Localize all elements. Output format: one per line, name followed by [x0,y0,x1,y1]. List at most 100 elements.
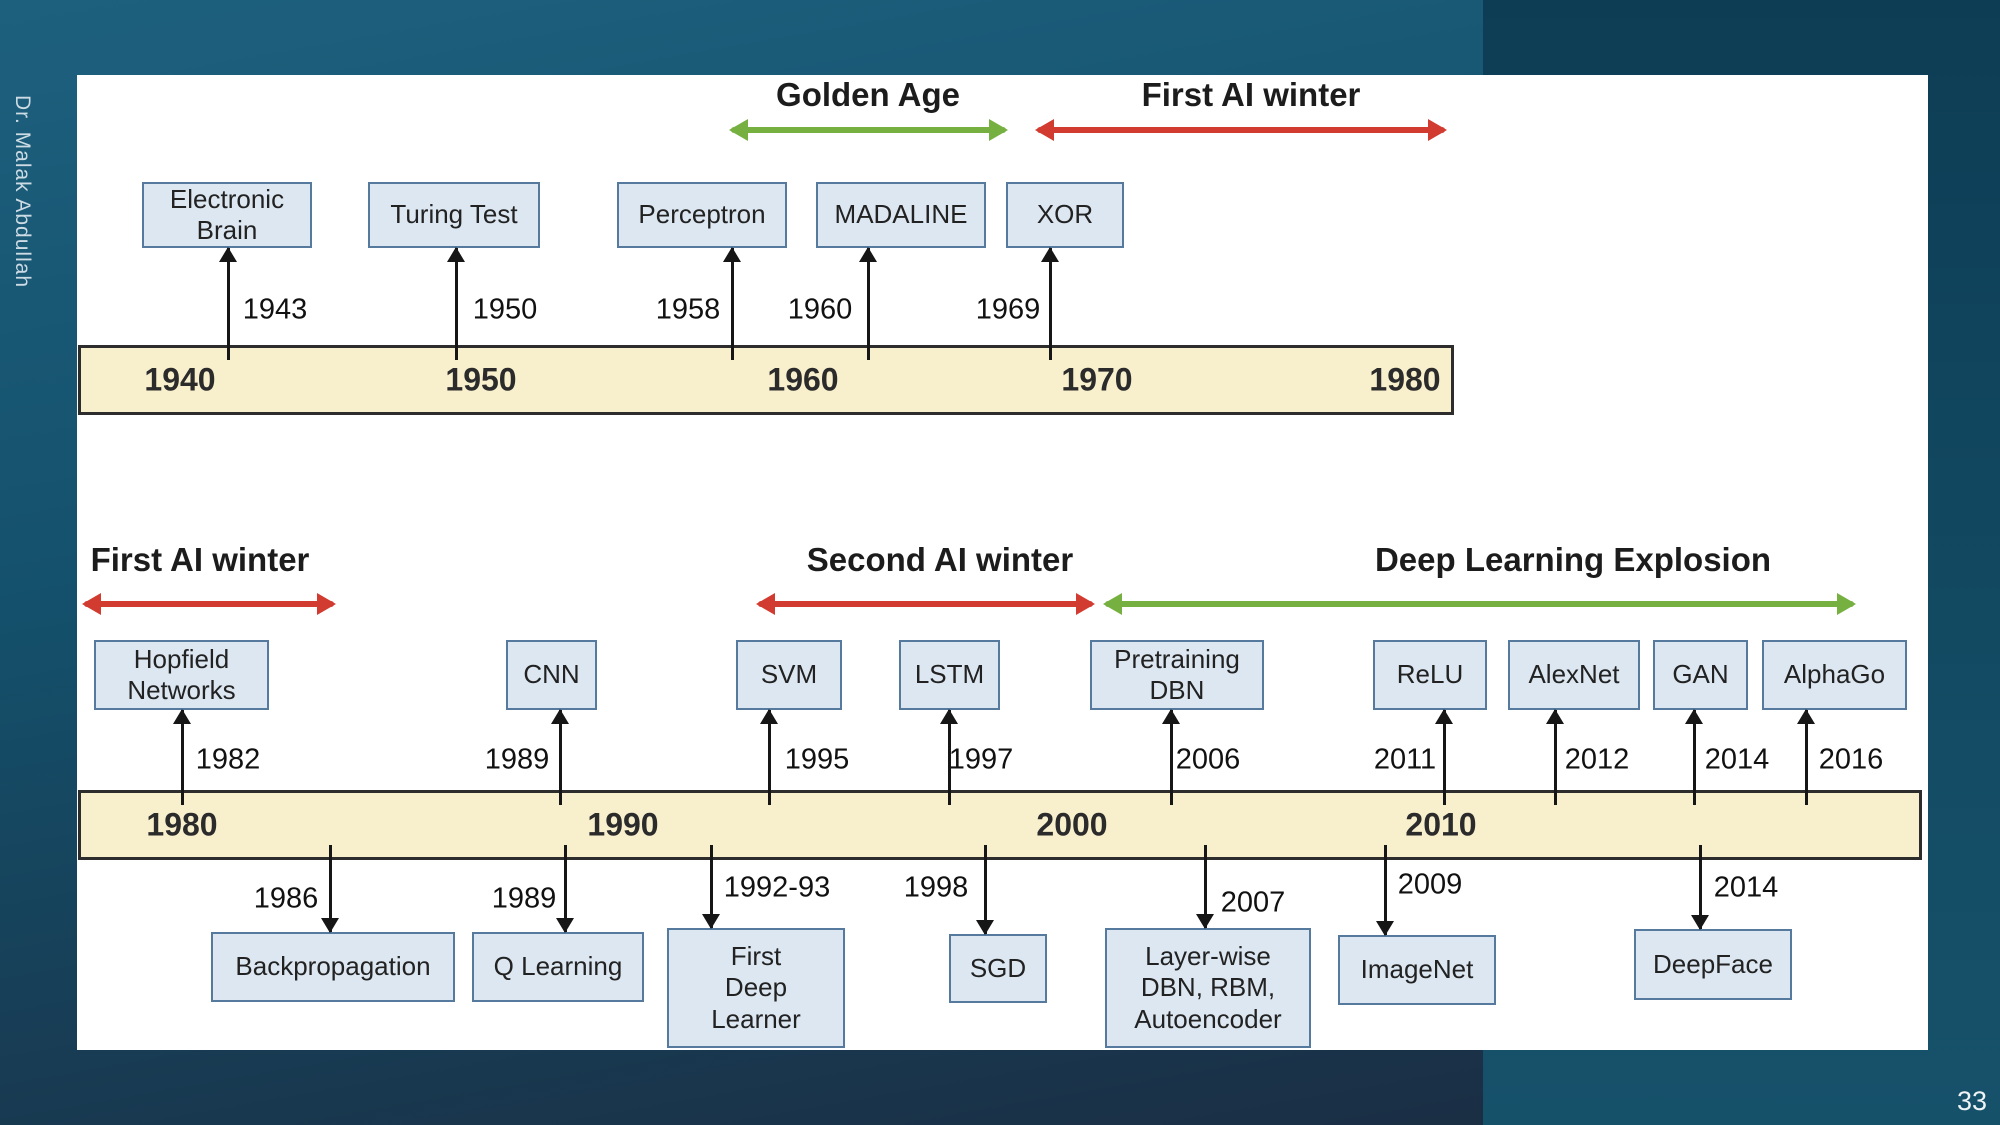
event-arrow [1162,709,1180,805]
timeline-bar [78,790,1922,860]
event-arrow [702,845,720,929]
event-arrow [1196,845,1214,929]
event-year-label: 2014 [1713,871,1779,904]
event-year-label: 2011 [1373,743,1437,776]
event-box: GAN [1653,640,1748,710]
event-year-label: 2012 [1564,743,1630,776]
event-arrow [760,709,778,805]
event-box: CNN [506,640,597,710]
arrowhead-down-icon [556,918,574,933]
event-box: Q Learning [472,932,644,1002]
arrowhead-up-icon [760,709,778,724]
event-year-label: 1960 [787,293,853,326]
event-arrow [321,845,339,933]
event-arrow [219,247,237,360]
event-arrow [940,709,958,805]
event-year-label: 1992-93 [723,871,831,904]
event-year-label: 1982 [195,743,261,776]
event-arrow [551,709,569,805]
event-box: ImageNet [1338,935,1496,1005]
event-arrow [1546,709,1564,805]
event-box: Perceptron [617,182,787,248]
event-year-label: 2009 [1397,868,1463,901]
event-box: Layer-wise DBN, RBM, Autoencoder [1105,928,1311,1048]
timeline-decade-label: 1960 [767,361,839,398]
event-box: Backpropagation [211,932,455,1002]
arrowhead-up-icon [219,247,237,262]
era-range-arrow [84,601,334,607]
event-box: DeepFace [1634,929,1792,1000]
event-arrow [1435,709,1453,805]
timeline-decade-label: 1980 [146,806,218,843]
arrowhead-up-icon [1797,709,1815,724]
event-box: Electronic Brain [142,182,312,248]
arrowhead-up-icon [1041,247,1059,262]
timeline-decade-label: 2000 [1036,806,1108,843]
event-box: AlexNet [1508,640,1640,710]
era-range-arrow [758,601,1093,607]
event-arrow [447,247,465,360]
event-year-label: 1943 [242,293,308,326]
event-year-label: 2007 [1220,886,1286,919]
timeline-decade-label: 1990 [587,806,659,843]
event-arrow [859,247,877,360]
arrowhead-down-icon [1196,914,1214,929]
era-label: Deep Learning Explosion [1374,541,1772,578]
era-label: Second AI winter [806,541,1074,578]
arrowhead-up-icon [723,247,741,262]
event-box: XOR [1006,182,1124,248]
event-box: SGD [949,934,1047,1003]
timeline-decade-label: 1940 [144,361,216,398]
timeline-decade-label: 1950 [445,361,517,398]
event-box: Pretraining DBN [1090,640,1264,710]
arrowhead-up-icon [173,709,191,724]
event-year-label: 1998 [903,871,969,904]
event-year-label: 2016 [1818,743,1884,776]
era-range-arrow [731,127,1006,133]
event-arrow [976,845,994,935]
arrowhead-down-icon [702,914,720,929]
event-box: ReLU [1373,640,1487,710]
event-box: LSTM [899,640,1000,710]
timeline-decade-label: 1970 [1061,361,1133,398]
event-box: First Deep Learner [667,928,845,1048]
event-year-label: 1989 [491,882,557,915]
arrowhead-down-icon [321,918,339,933]
arrowhead-down-icon [976,920,994,935]
event-year-label: 1986 [253,882,319,915]
event-year-label: 1950 [472,293,538,326]
arrowhead-up-icon [1435,709,1453,724]
timeline-decade-label: 1980 [1369,361,1441,398]
event-arrow [556,845,574,933]
event-arrow [1685,709,1703,805]
event-box: Hopfield Networks [94,640,269,710]
arrowhead-up-icon [447,247,465,262]
era-label: Golden Age [776,76,960,113]
era-label: First AI winter [90,541,310,578]
arrowhead-up-icon [1685,709,1703,724]
event-arrow [723,247,741,360]
era-range-arrow [1037,127,1445,133]
author-sidebar-text: Dr. Malak Abdullah [11,95,34,289]
event-arrow [1797,709,1815,805]
arrowhead-up-icon [1546,709,1564,724]
event-year-label: 1997 [948,743,1014,776]
event-year-label: 1958 [655,293,721,326]
event-box: SVM [736,640,842,710]
event-box: Turing Test [368,182,540,248]
event-year-label: 2006 [1175,743,1241,776]
arrowhead-up-icon [940,709,958,724]
event-year-label: 1989 [484,743,550,776]
event-year-label: 1995 [784,743,850,776]
arrowhead-up-icon [1162,709,1180,724]
page-number: 33 [1956,1086,1987,1116]
timeline-decade-label: 2010 [1405,806,1477,843]
event-year-label: 1969 [975,293,1041,326]
event-arrow [1376,845,1394,936]
event-year-label: 2014 [1704,743,1770,776]
arrowhead-down-icon [1376,921,1394,936]
timeline-bar [78,345,1454,415]
arrowhead-up-icon [551,709,569,724]
